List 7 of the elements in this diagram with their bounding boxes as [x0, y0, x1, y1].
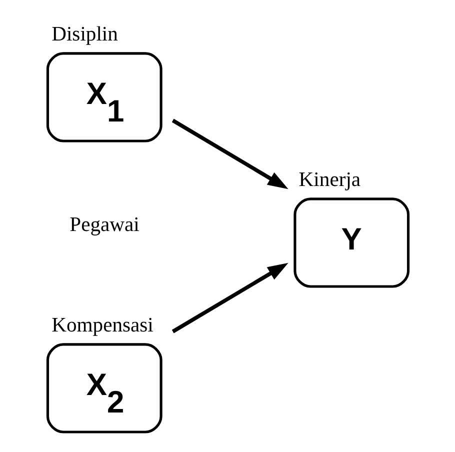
node-label: Disiplin [51, 23, 118, 46]
arrow [171, 118, 288, 190]
node-label: Kinerja [298, 168, 360, 191]
node-box: Y [293, 198, 410, 288]
node-label: Kompensasi [51, 314, 153, 336]
arrow [171, 262, 288, 334]
label: Pegawai [69, 214, 139, 236]
